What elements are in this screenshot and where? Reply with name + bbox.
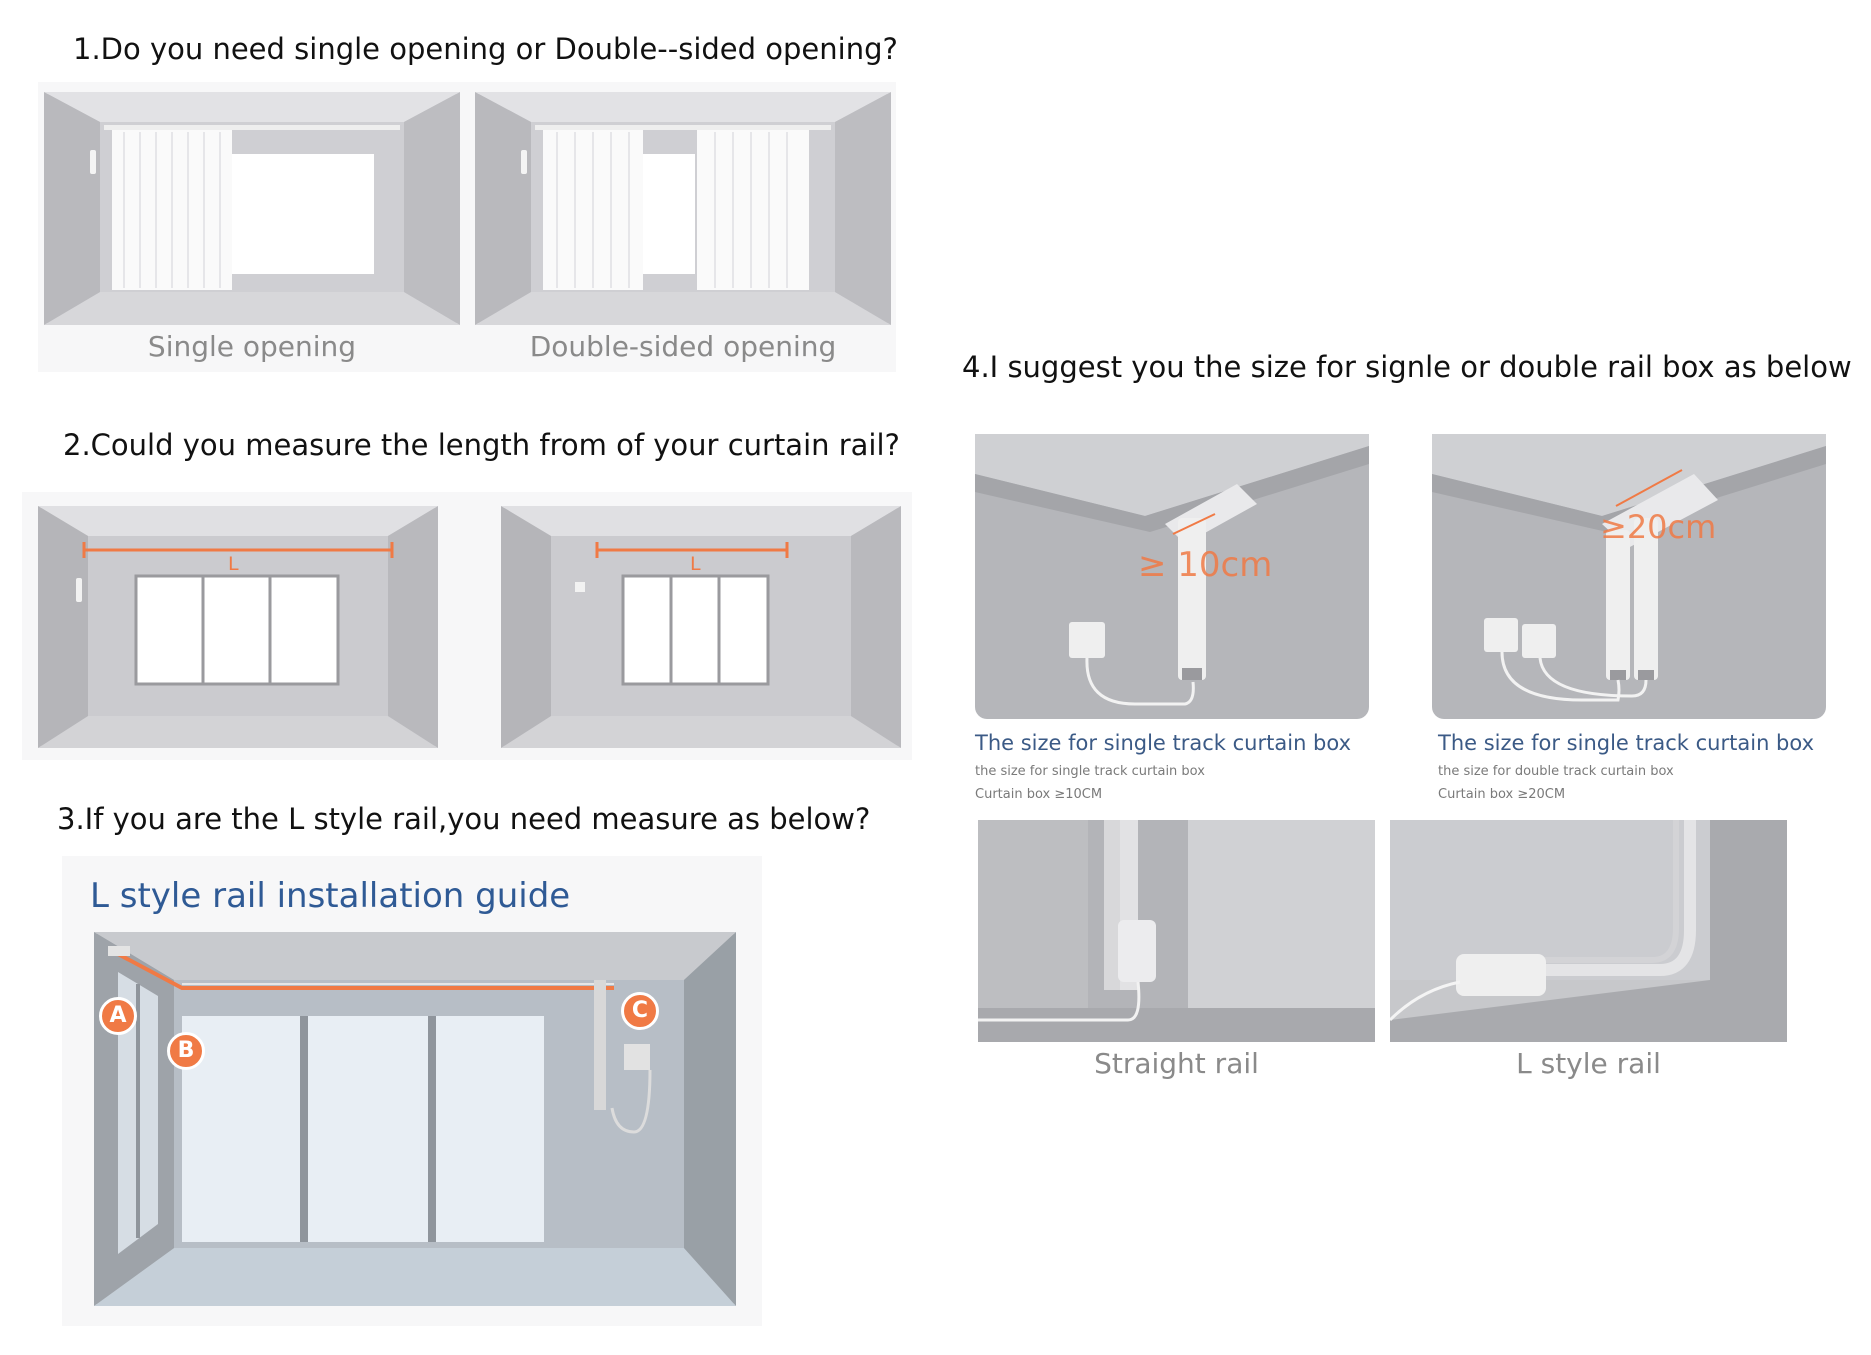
single-box-subtitle: the size for single track curtain box <box>975 764 1205 779</box>
l-style-rail-photo-illustration <box>1390 820 1787 1042</box>
section-1-heading: 1.Do you need single opening or Double--… <box>73 32 898 66</box>
double-box-measure: ≥20cm <box>1600 508 1717 546</box>
rail-length-illustration-left <box>38 506 438 748</box>
l-style-guide-title: L style rail installation guide <box>90 876 571 916</box>
section-3-heading: 3.If you are the L style rail,you need m… <box>57 802 871 836</box>
double-sided-opening-illustration <box>475 92 891 325</box>
point-c-marker: C <box>621 992 659 1030</box>
single-opening-illustration <box>44 92 460 325</box>
single-opening-caption: Single opening <box>147 330 357 363</box>
double-sided-opening-caption: Double-sided opening <box>529 330 837 363</box>
single-box-title: The size for single track curtain box <box>975 731 1352 755</box>
l-style-rail-caption: L style rail <box>1516 1047 1661 1080</box>
straight-rail-caption: Straight rail <box>1094 1047 1259 1080</box>
point-a-marker: A <box>99 997 137 1035</box>
double-box-title: The size for single track curtain box <box>1438 731 1815 755</box>
l-style-rail-illustration <box>94 932 736 1306</box>
single-box-measure: ≥ 10cm <box>1138 545 1273 585</box>
section-2-heading: 2.Could you measure the length from of y… <box>63 428 900 462</box>
straight-rail-illustration <box>978 820 1375 1042</box>
single-box-spec: Curtain box ≥10CM <box>975 787 1103 802</box>
double-box-subtitle: the size for double track curtain box <box>1438 764 1674 779</box>
single-track-box-illustration <box>975 434 1369 719</box>
length-label-right: L <box>690 553 701 575</box>
double-track-box-illustration <box>1432 434 1826 719</box>
section-4-heading: 4.I suggest you the size for signle or d… <box>962 350 1852 384</box>
point-b-marker: B <box>167 1032 205 1070</box>
length-label-left: L <box>228 553 239 575</box>
rail-length-illustration-right <box>501 506 901 748</box>
double-box-spec: Curtain box ≥20CM <box>1438 787 1566 802</box>
